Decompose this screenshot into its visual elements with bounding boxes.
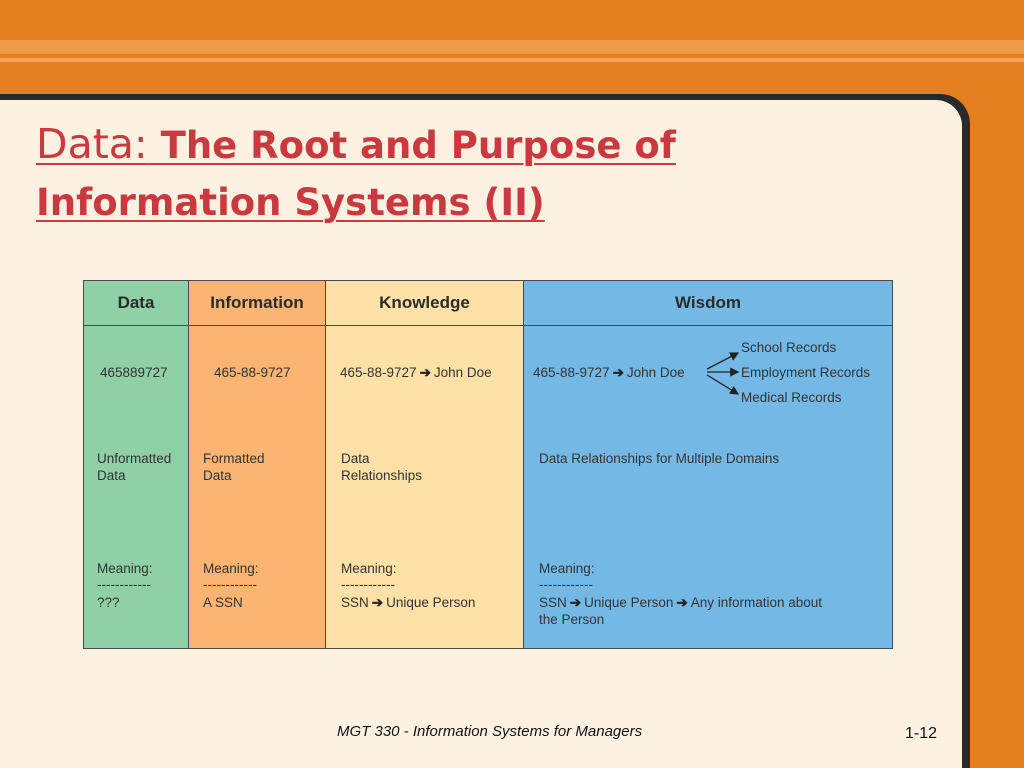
information-meaning: A SSN xyxy=(203,595,243,610)
right-arrow-icon: ➔ xyxy=(419,365,431,380)
wisdom-meaning-c: Any information about the Person xyxy=(539,595,823,627)
branch-arrows-icon xyxy=(706,352,740,395)
header-stripe-thin xyxy=(0,58,1024,62)
header-data: Data xyxy=(84,281,188,326)
wisdom-meaning-b: Unique Person xyxy=(584,595,674,610)
data-meaning: ??? xyxy=(97,595,120,610)
wisdom-record-school: School Records xyxy=(741,340,837,355)
information-type: Formatted Data xyxy=(203,451,265,483)
knowledge-type: Data Relationships xyxy=(341,451,423,483)
column-information: Information 465-88-9727 Formatted Data M… xyxy=(189,281,326,648)
wisdom-meaning-a: SSN xyxy=(539,595,567,610)
knowledge-value: 465-88-9727 xyxy=(340,365,417,380)
knowledge-meaning-label: Meaning: xyxy=(341,561,397,576)
wisdom-type: Data Relationships for Multiple Domains xyxy=(539,451,780,466)
header-information: Information xyxy=(189,281,325,326)
wisdom-record-medical: Medical Records xyxy=(741,390,842,405)
data-type: Unformatted Data xyxy=(97,451,172,483)
dikw-table: Data 465889727 Unformatted Data Meaning:… xyxy=(83,280,893,649)
title-rest: The Root and Purpose of Information Syst… xyxy=(36,124,676,224)
information-separator: ------------ xyxy=(203,577,257,592)
knowledge-separator: ------------ xyxy=(341,577,395,592)
right-arrow-icon: ➔ xyxy=(612,365,624,380)
wisdom-value-target: John Doe xyxy=(626,365,685,380)
page-number: 1-12 xyxy=(905,725,938,742)
information-value: 465-88-9727 xyxy=(214,365,291,380)
column-data: Data 465889727 Unformatted Data Meaning:… xyxy=(84,281,189,648)
wisdom-record-employment: Employment Records xyxy=(741,365,871,380)
knowledge-meaning-row: SSN➔Unique Person xyxy=(341,594,475,611)
data-value: 465889727 xyxy=(100,365,168,380)
wisdom-separator: ------------ xyxy=(539,577,593,592)
footer-course: MGT 330 - Information Systems for Manage… xyxy=(337,723,643,740)
knowledge-value-row: 465-88-9727➔John Doe xyxy=(340,364,492,381)
header-knowledge: Knowledge xyxy=(326,281,523,326)
column-wisdom: Wisdom 465-88-9727➔John Doe School Recor… xyxy=(524,281,892,648)
wisdom-value-row: 465-88-9727➔John Doe xyxy=(533,364,685,381)
information-meaning-label: Meaning: xyxy=(203,561,259,576)
wisdom-meaning-row: SSN➔Unique Person➔Any information about … xyxy=(539,594,889,628)
knowledge-meaning-b: Unique Person xyxy=(386,595,476,610)
wisdom-meaning-label: Meaning: xyxy=(539,561,595,576)
title-lead: Data: xyxy=(36,120,148,168)
knowledge-meaning-a: SSN xyxy=(341,595,369,610)
knowledge-value-target: John Doe xyxy=(433,365,492,380)
data-separator: ------------ xyxy=(97,577,151,592)
column-knowledge: Knowledge 465-88-9727➔John Doe Data Rela… xyxy=(326,281,524,648)
data-meaning-label: Meaning: xyxy=(97,561,153,576)
right-arrow-icon: ➔ xyxy=(676,595,688,610)
header-wisdom: Wisdom xyxy=(524,281,892,326)
header-stripe xyxy=(0,40,1024,54)
right-arrow-icon: ➔ xyxy=(371,595,384,610)
wisdom-value: 465-88-9727 xyxy=(533,365,610,380)
right-arrow-icon: ➔ xyxy=(569,595,582,610)
slide-title: Data: The Root and Purpose of Informatio… xyxy=(36,116,796,231)
